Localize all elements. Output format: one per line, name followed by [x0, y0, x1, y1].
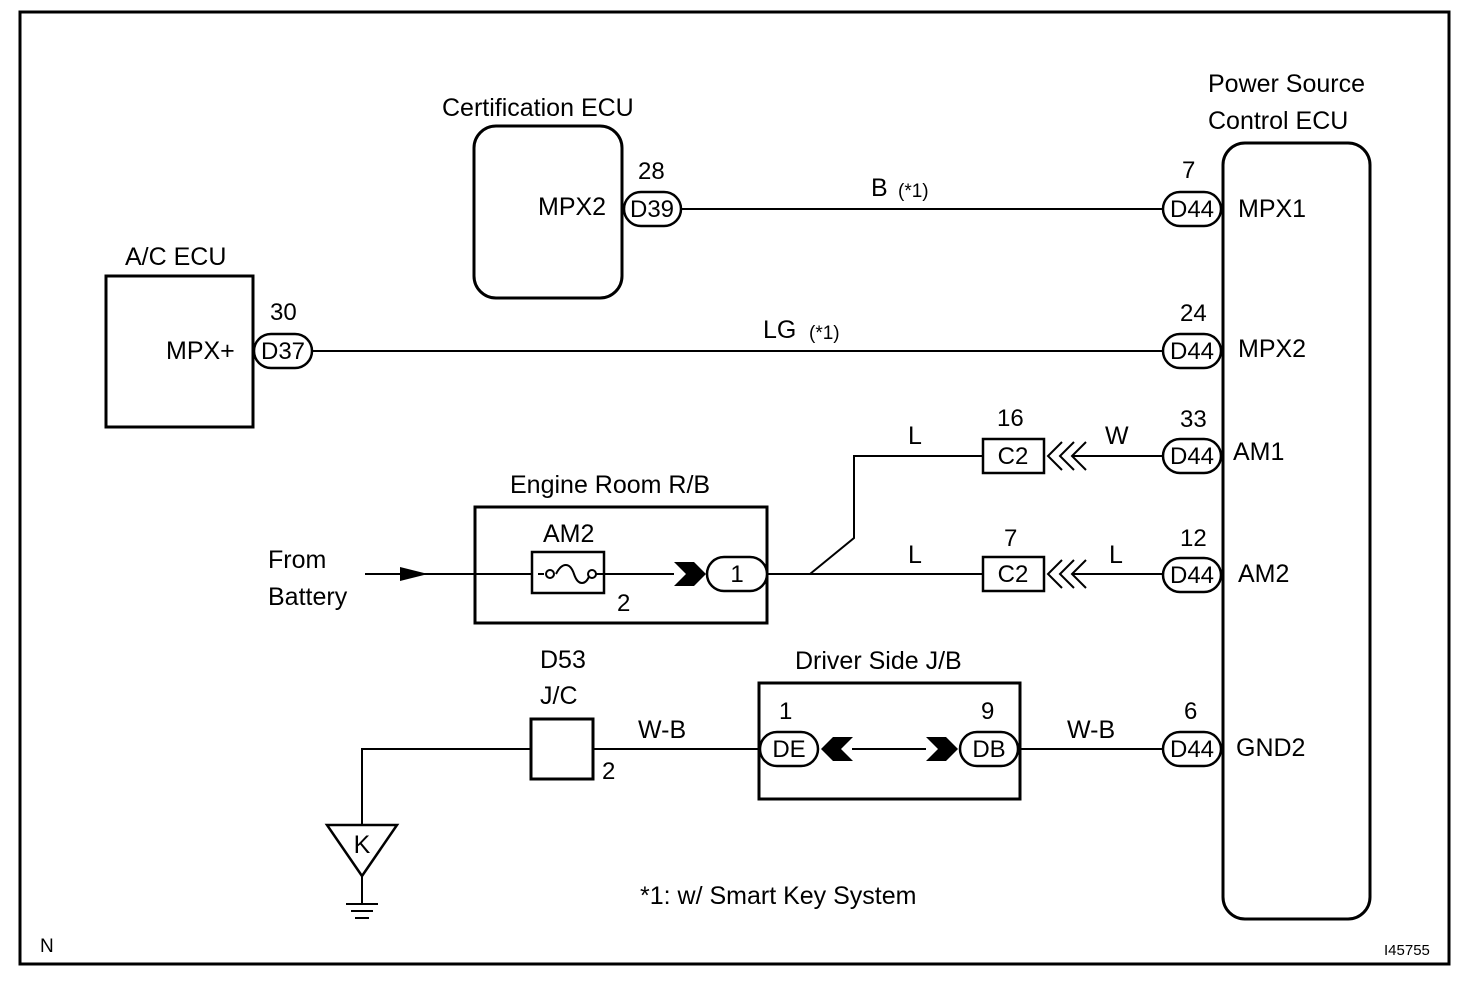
fuse-am2-element: [538, 564, 604, 584]
from-battery-line2: Battery: [268, 583, 348, 611]
psecu-terminal-am1: AM1: [1233, 438, 1284, 466]
wire-mpx1-note: (*1): [898, 181, 929, 202]
ac-ecu: A/C ECU MPX+ 30 D37: [104, 243, 314, 429]
connector-d44-gnd2-label: D44: [1170, 736, 1214, 763]
c2-am1-pin: 16: [997, 405, 1024, 432]
ground-triangle-icon: [324, 823, 400, 879]
from-battery-line1: From: [268, 546, 326, 574]
connector-1-label: 1: [730, 561, 743, 588]
psecu-pin-mpx2: 24: [1180, 300, 1207, 327]
c2-am2-pin: 7: [1004, 525, 1017, 552]
corner-label-n: N: [40, 936, 54, 957]
ac-ecu-title: A/C ECU: [125, 243, 226, 271]
connector-d44-am2-label: D44: [1170, 562, 1214, 589]
connector-db-label: DB: [972, 736, 1005, 763]
wire-am1-right-color: W: [1105, 422, 1129, 450]
connector-de-label: DE: [772, 736, 805, 763]
psecu-pin-am2: 12: [1180, 525, 1207, 552]
certification-ecu-pin: 28: [638, 158, 665, 185]
ac-ecu-terminal: MPX+: [166, 337, 235, 365]
wire-gnd-right-color: W-B: [1067, 716, 1115, 744]
c2-am2-box: [981, 555, 1046, 593]
jb-de-arrow-icon: [821, 737, 853, 761]
connector-1-arrow: [674, 562, 706, 586]
engine-room-rb: Engine Room R/B AM2 2 1: [473, 471, 769, 625]
wire-gnd: W-B W-B: [361, 716, 1163, 825]
battery-arrow-icon: [400, 567, 428, 581]
jc-d53-line2: J/C: [540, 682, 578, 710]
psecu-terminal-am2: AM2: [1238, 560, 1289, 588]
psecu-terminal-mpx2: MPX2: [1238, 335, 1306, 363]
wire-mpx2: LG (*1): [312, 316, 1163, 352]
power-source-ecu-title-2: Control ECU: [1208, 107, 1348, 135]
psecu-terminal-mpx1: MPX1: [1238, 195, 1306, 223]
power-source-control-ecu: Power Source Control ECU 7 D44 MPX1 24 D…: [1161, 70, 1372, 921]
jb-db-arrow-icon: [926, 737, 958, 761]
wire-mpx2-note: (*1): [809, 323, 840, 344]
driver-side-jb-body: [757, 681, 1022, 801]
ground-label: K: [354, 831, 371, 859]
figure-id: I45755: [1384, 942, 1430, 959]
driver-side-jb: Driver Side J/B 1 9 DE DB: [757, 647, 1022, 801]
ground-point-k: K: [324, 823, 400, 919]
psecu-pin-am1: 33: [1180, 406, 1207, 433]
psecu-pin-gnd2: 6: [1184, 698, 1197, 725]
connector-c2-am2: 7 C2 L L: [908, 525, 1163, 593]
engine-room-rb-title: Engine Room R/B: [510, 471, 710, 499]
wire-am1-left-color: L: [908, 422, 922, 450]
driver-side-jb-title: Driver Side J/B: [795, 647, 962, 675]
certification-ecu-terminal: MPX2: [538, 193, 606, 221]
certification-ecu-body: [472, 124, 624, 300]
ac-ecu-pin: 30: [270, 299, 297, 326]
power-source-ecu-body: [1221, 141, 1372, 921]
wire-gnd-left-color: W-B: [638, 716, 686, 744]
fuse-am2-pin: 2: [617, 590, 630, 617]
from-battery: From Battery: [268, 546, 674, 611]
c2-am1-box: [981, 437, 1046, 475]
c2-am2-label: C2: [998, 561, 1029, 588]
jc-d53-pin: 2: [602, 758, 615, 785]
power-source-ecu-title-1: Power Source: [1208, 70, 1365, 98]
wire-mpx2-color: LG: [763, 316, 796, 344]
jc-d53-box: [529, 717, 595, 781]
footnote: *1: w/ Smart Key System: [640, 882, 916, 910]
wire-am2-left-color: L: [908, 541, 922, 569]
connector-c2-am1: 16 C2 L W: [908, 405, 1163, 475]
ground-symbol-icon: [346, 903, 378, 919]
certification-ecu-title: Certification ECU: [442, 94, 634, 122]
connector-d44-mpx2-label: D44: [1170, 338, 1214, 365]
connector-d44-mpx1-label: D44: [1170, 196, 1214, 223]
connector-d39-label: D39: [630, 196, 674, 223]
fuse-am2-label: AM2: [543, 520, 594, 548]
certification-ecu: Certification ECU MPX2 28 D39: [442, 94, 683, 300]
wire-mpx1-color: B: [871, 174, 888, 202]
wire-am-branch: [767, 455, 983, 575]
junction-connector-d53: D53 J/C 2: [529, 646, 615, 785]
jb-de-pin: 1: [779, 698, 792, 725]
wire-mpx1: B (*1): [681, 174, 1163, 210]
c2-am1-label: C2: [998, 443, 1029, 470]
psecu-pin-mpx1: 7: [1182, 157, 1195, 184]
connector-d37-label: D37: [261, 338, 305, 365]
engine-room-rb-body: [473, 505, 769, 625]
jc-d53-line1: D53: [540, 646, 586, 674]
jb-db-pin: 9: [981, 698, 994, 725]
connector-d44-am1-label: D44: [1170, 443, 1214, 470]
wire-am2-right-color: L: [1109, 541, 1123, 569]
psecu-terminal-gnd2: GND2: [1236, 734, 1305, 762]
diagram-frame: [18, 10, 1451, 966]
